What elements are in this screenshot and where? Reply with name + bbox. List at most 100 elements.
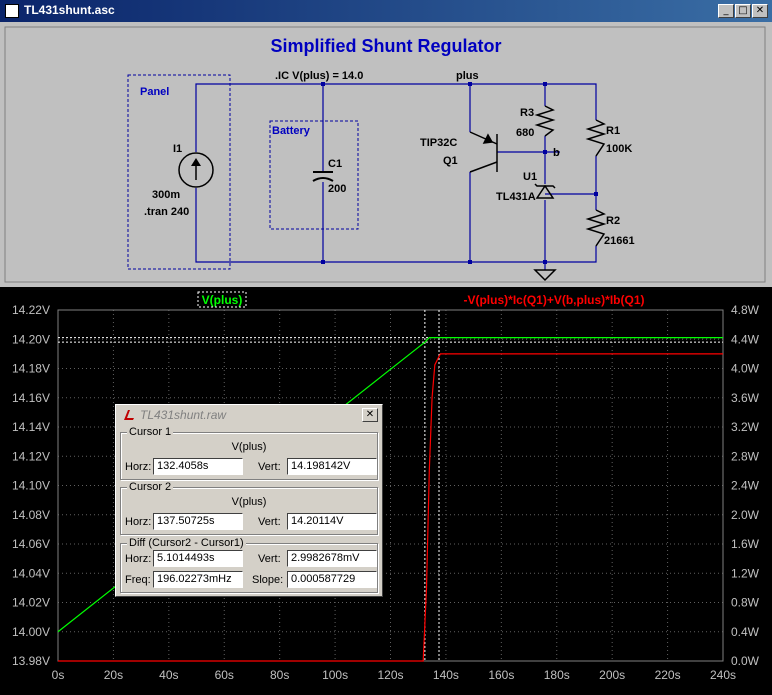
cursor1-horz-label: Horz: bbox=[125, 461, 152, 473]
y-left-tick-label: 14.22V bbox=[12, 303, 50, 317]
y-right-tick-label: 4.8W bbox=[731, 303, 760, 317]
wires[interactable] bbox=[195, 83, 597, 270]
cursor-dialog[interactable]: TL431shunt.raw ✕ Cursor 1 V(plus) Horz: … bbox=[115, 404, 383, 597]
y-right-tick-label: 0.8W bbox=[731, 596, 760, 610]
maximize-button[interactable]: □ bbox=[735, 4, 751, 18]
y-left-tick-label: 14.12V bbox=[12, 449, 50, 463]
q1-part: TIP32C bbox=[420, 137, 457, 149]
diff-vert-label: Vert: bbox=[258, 553, 281, 565]
x-tick-label: 0s bbox=[52, 668, 65, 682]
y-right-tick-label: 3.2W bbox=[731, 420, 760, 434]
x-tick-label: 20s bbox=[104, 668, 123, 682]
cursor1-vert-field[interactable]: 14.198142V bbox=[287, 458, 377, 475]
shunt-reference-u1[interactable] bbox=[534, 183, 556, 199]
diff-horz-label: Horz: bbox=[125, 553, 152, 565]
cursor2-vert-field[interactable]: 14.20114V bbox=[287, 513, 377, 530]
cursor2-label: Cursor 2 bbox=[127, 481, 174, 493]
y-left-tick-label: 14.18V bbox=[12, 362, 50, 376]
r1-value: 100K bbox=[606, 143, 632, 155]
cursor-dialog-titlebar[interactable]: TL431shunt.raw ✕ bbox=[118, 407, 380, 423]
diff-freq-field[interactable]: 196.02273mHz bbox=[153, 571, 243, 588]
x-tick-label: 80s bbox=[270, 668, 289, 682]
cursor1-signal: V(plus) bbox=[231, 441, 267, 453]
diff-slope-field[interactable]: 0.000587729 bbox=[287, 571, 377, 588]
cursor2-horz-field[interactable]: 137.50725s bbox=[153, 513, 243, 530]
y-left-tick-label: 14.10V bbox=[12, 479, 50, 493]
r2-value: 21661 bbox=[604, 235, 635, 247]
cursor1-vert-label: Vert: bbox=[258, 461, 281, 473]
r3-value: 680 bbox=[516, 127, 534, 139]
ltspice-icon bbox=[124, 410, 134, 420]
minimize-button[interactable]: _ bbox=[718, 4, 734, 18]
x-tick-label: 240s bbox=[710, 668, 736, 682]
cursor-dialog-close-button[interactable]: ✕ bbox=[362, 408, 378, 422]
schematic-view[interactable]: Simplified Shunt Regulator .IC V(plus) =… bbox=[0, 22, 772, 285]
y-right-tick-label: 3.6W bbox=[731, 391, 760, 405]
x-tick-label: 100s bbox=[322, 668, 348, 682]
u1-part: TL431A bbox=[496, 191, 536, 203]
resistor-r3[interactable] bbox=[534, 105, 556, 137]
cursor1-horz-field[interactable]: 132.4058s bbox=[153, 458, 243, 475]
q1-ref: Q1 bbox=[443, 155, 458, 167]
i1-value: 300m bbox=[152, 189, 180, 201]
window-titlebar[interactable]: TL431shunt.asc _ □ ✕ bbox=[0, 0, 772, 22]
y-left-tick-label: 14.06V bbox=[12, 537, 50, 551]
y-left-tick-label: 14.02V bbox=[12, 596, 50, 610]
y-right-tick-label: 2.4W bbox=[731, 479, 760, 493]
x-tick-label: 200s bbox=[599, 668, 625, 682]
diff-freq-label: Freq: bbox=[125, 574, 151, 586]
cursor2-signal: V(plus) bbox=[231, 496, 267, 508]
u1-ref: U1 bbox=[523, 171, 537, 183]
power-trace[interactable] bbox=[58, 353, 723, 662]
y-right-tick-label: 0.4W bbox=[731, 625, 760, 639]
cursor2-horz-label: Horz: bbox=[125, 516, 152, 528]
diff-slope-label: Slope: bbox=[252, 574, 284, 586]
trace-label-power[interactable]: -V(plus)*Ic(Q1)+V(b,plus)*Ib(Q1) bbox=[463, 293, 644, 307]
i1-ref: I1 bbox=[173, 143, 182, 155]
x-tick-label: 140s bbox=[433, 668, 459, 682]
r2-ref: R2 bbox=[606, 215, 620, 227]
resistor-r1[interactable] bbox=[585, 119, 607, 157]
y-right-tick-label: 0.0W bbox=[731, 654, 760, 668]
y-left-tick-label: 14.16V bbox=[12, 391, 50, 405]
y-right-tick-label: 2.8W bbox=[731, 449, 760, 463]
c1-ref: C1 bbox=[328, 158, 342, 170]
window-title: TL431shunt.asc bbox=[24, 3, 115, 17]
x-tick-label: 180s bbox=[544, 668, 570, 682]
cursor1-label: Cursor 1 bbox=[127, 426, 174, 438]
transistor-q1[interactable] bbox=[469, 131, 498, 173]
diff-horz-field[interactable]: 5.1014493s bbox=[153, 550, 243, 567]
trace-label-vplus[interactable]: V(plus) bbox=[202, 293, 243, 307]
ic-directive[interactable]: .IC V(plus) = 14.0 bbox=[275, 70, 363, 82]
net-label-plus[interactable]: plus bbox=[456, 70, 479, 82]
battery-label: Battery bbox=[272, 125, 311, 137]
y-left-tick-label: 13.98V bbox=[12, 654, 50, 668]
cursor2-vert-label: Vert: bbox=[258, 516, 281, 528]
y-left-tick-label: 14.20V bbox=[12, 332, 50, 346]
ground-icon bbox=[533, 269, 557, 282]
y-left-tick-label: 14.08V bbox=[12, 508, 50, 522]
tran-directive[interactable]: .tran 240 bbox=[144, 206, 189, 218]
panel-label: Panel bbox=[140, 86, 169, 98]
diff-label: Diff (Cursor2 - Cursor1) bbox=[127, 537, 246, 549]
close-button[interactable]: ✕ bbox=[752, 4, 768, 18]
y-right-tick-label: 1.6W bbox=[731, 537, 760, 551]
battery-box bbox=[269, 120, 359, 230]
current-source-i1[interactable] bbox=[178, 152, 214, 188]
r1-ref: R1 bbox=[606, 125, 620, 137]
y-left-tick-label: 14.00V bbox=[12, 625, 50, 639]
cursor1-group: Cursor 1 V(plus) Horz: 132.4058s Vert: 1… bbox=[120, 426, 378, 480]
x-tick-label: 60s bbox=[215, 668, 234, 682]
schematic-title: Simplified Shunt Regulator bbox=[270, 36, 501, 56]
y-right-tick-label: 4.0W bbox=[731, 362, 760, 376]
x-tick-label: 220s bbox=[655, 668, 681, 682]
cursor2-group: Cursor 2 V(plus) Horz: 137.50725s Vert: … bbox=[120, 481, 378, 535]
net-label-b[interactable]: b bbox=[553, 147, 560, 159]
resistor-r2[interactable] bbox=[585, 209, 607, 247]
y-right-tick-label: 2.0W bbox=[731, 508, 760, 522]
diff-vert-field[interactable]: 2.9982678mV bbox=[287, 550, 377, 567]
y-right-tick-label: 4.4W bbox=[731, 332, 760, 346]
diff-group: Diff (Cursor2 - Cursor1) Horz: 5.1014493… bbox=[120, 537, 378, 593]
capacitor-c1[interactable] bbox=[312, 171, 334, 182]
schematic-app-icon bbox=[5, 4, 19, 18]
